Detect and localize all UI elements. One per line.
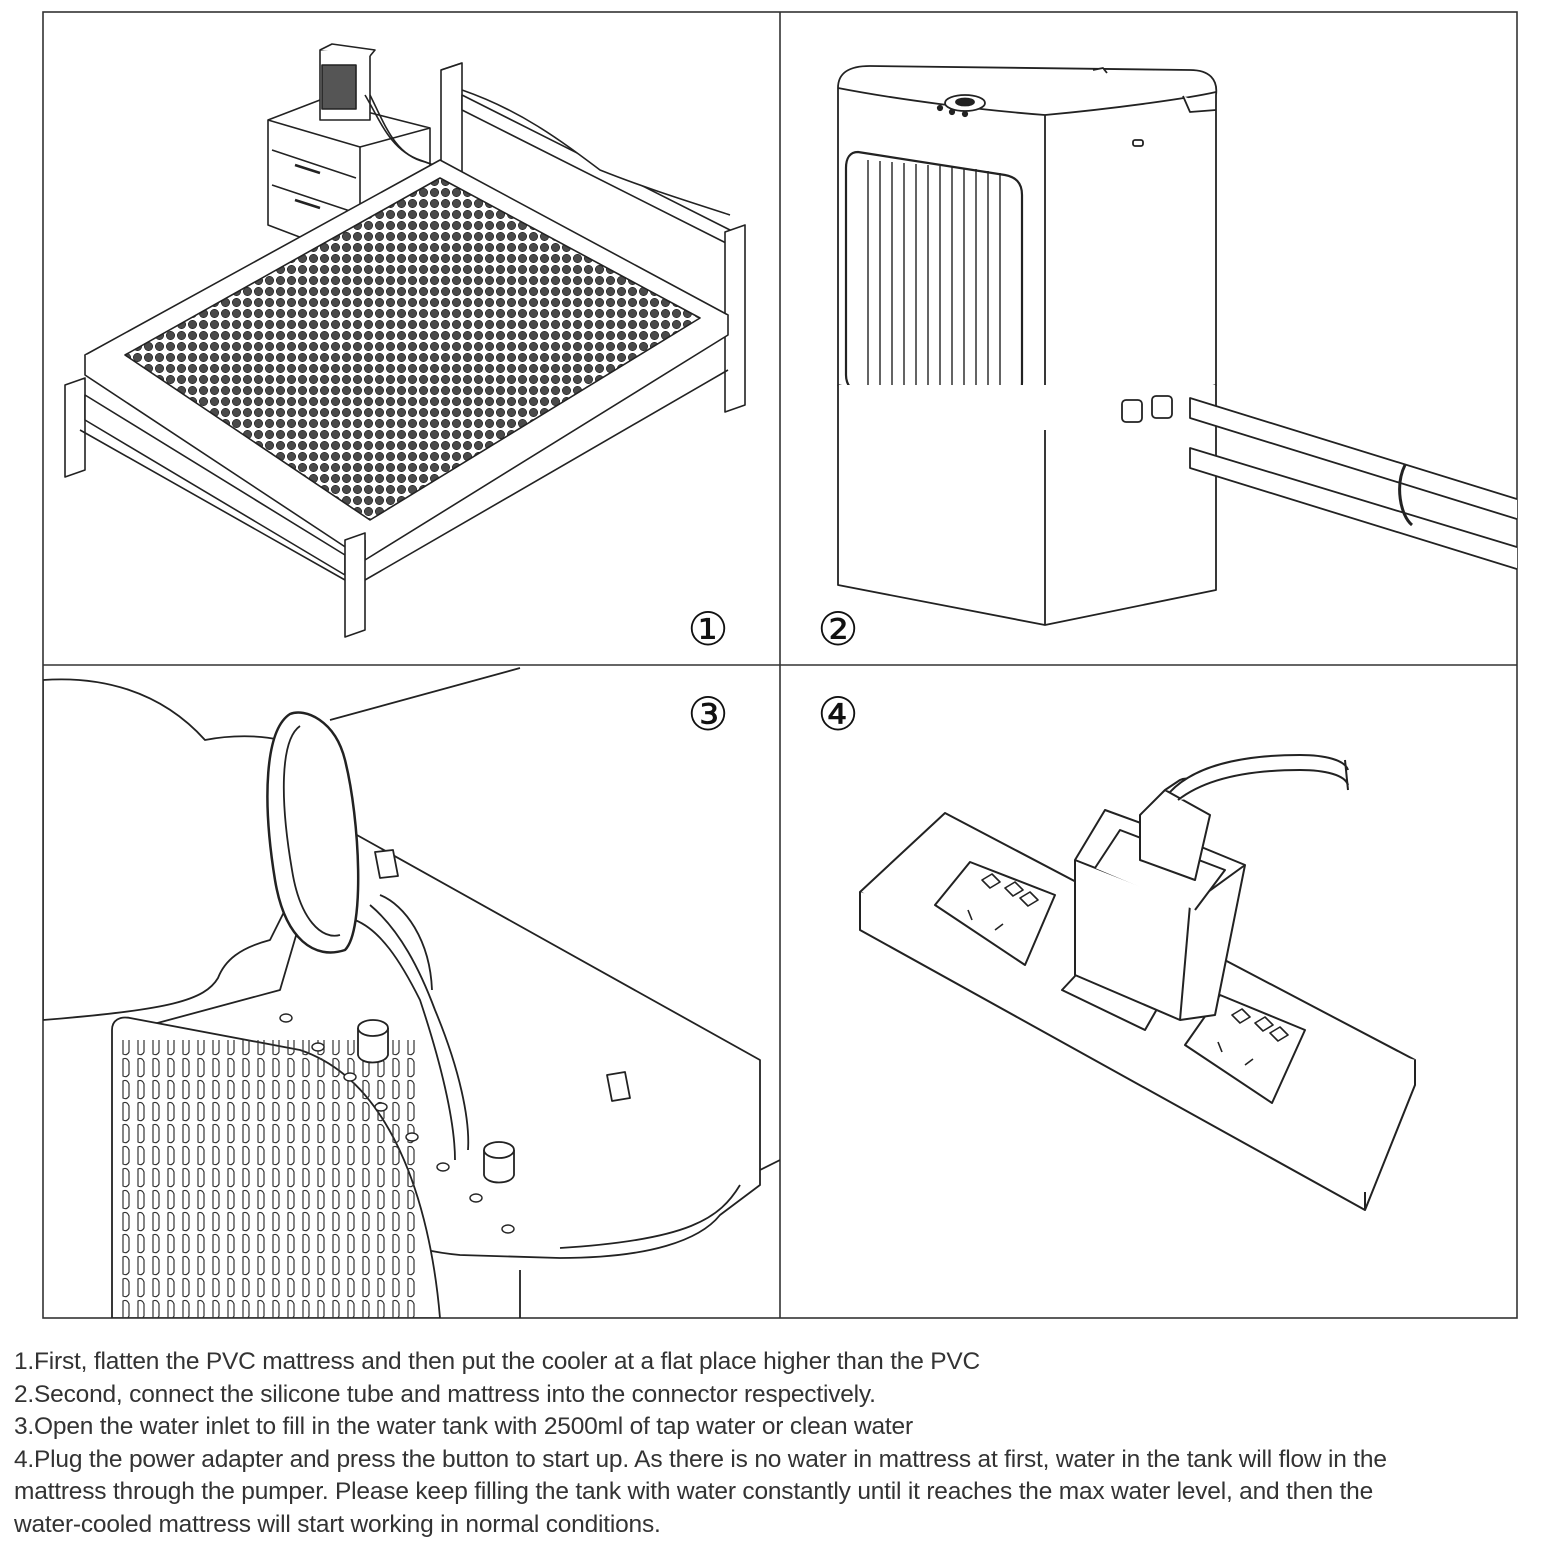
instruction-step-1: 1.First, flatten the PVC mattress and th…	[14, 1348, 981, 1375]
instruction-step-4-line-1: 4.Plug the power adapter and press the b…	[14, 1445, 1387, 1473]
panel-2-number: ②	[817, 602, 858, 656]
instruction-step-2: 2.Second, connect the silicone tube and …	[14, 1380, 876, 1408]
panel-4-power-strip-illustration	[859, 754, 1416, 1211]
panel-1-bed-illustration	[64, 43, 746, 638]
instruction-step-3: 3.Open the water inlet to fill in the wa…	[14, 1413, 913, 1440]
instruction-step-4-line-2: mattress through the pumper. Please keep…	[14, 1478, 1374, 1505]
panel-3-pour-water-illustration	[43, 667, 780, 1318]
instruction-step-4-line-3: water-cooled mattress will start working…	[14, 1510, 661, 1538]
panel-2-cooler-illustration	[837, 65, 1517, 626]
panel-grid-lines	[42, 11, 1518, 1319]
instructions-text: 1.First, flatten the PVC mattress and th…	[14, 1346, 1549, 1541]
panel-1-number: ①	[687, 602, 728, 656]
panel-4-number: ④	[817, 687, 858, 741]
panel-3-number: ③	[687, 687, 728, 741]
instruction-diagram: ① ②	[42, 11, 1518, 1319]
